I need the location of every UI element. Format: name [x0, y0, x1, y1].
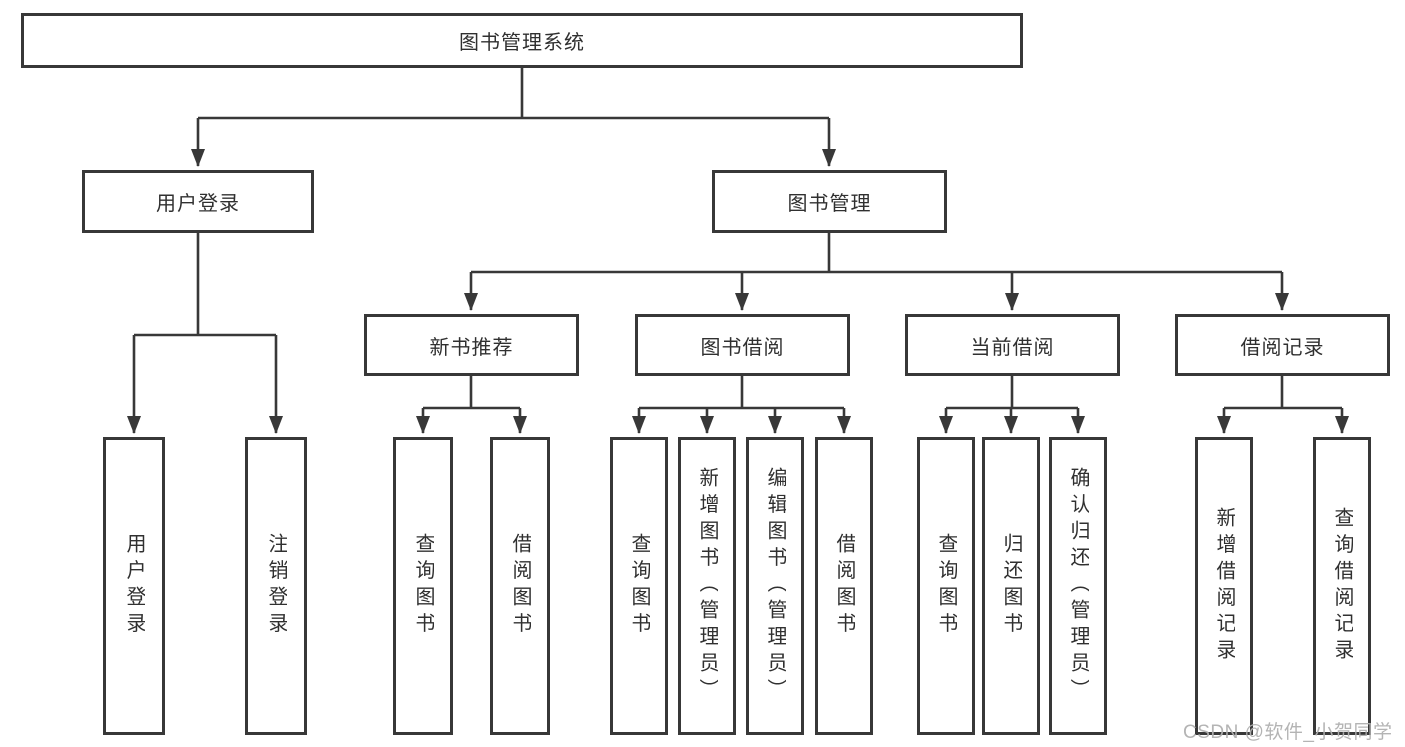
leaf-add-borrow-record: 新增借阅记录 [1195, 437, 1253, 735]
connector-borrow-record-stem [1224, 376, 1342, 410]
leaf-query-borrow-record: 查询借阅记录 [1313, 437, 1371, 735]
leaf-logout-label: 注销登录 [265, 533, 287, 639]
leaf-borrow-book-rec: 借阅图书 [490, 437, 550, 735]
leaf-query-book-current-label: 查询图书 [935, 533, 957, 639]
node-new-book-rec: 新书推荐 [364, 314, 579, 376]
leaf-borrow-book-label: 借阅图书 [833, 533, 855, 639]
leaf-query-book-borrow: 查询图书 [610, 437, 668, 735]
node-current-borrow: 当前借阅 [905, 314, 1120, 376]
node-borrow-record: 借阅记录 [1175, 314, 1390, 376]
leaf-confirm-return-admin: 确认归还（管理员） [1049, 437, 1107, 735]
connector-user-login-stem [134, 233, 276, 337]
node-book-mgmt: 图书管理 [712, 170, 947, 233]
leaf-confirm-return-admin-label: 确认归还（管理员） [1067, 467, 1089, 705]
connector-new-book-rec-stem [423, 376, 520, 410]
connector-root-stem [198, 68, 829, 120]
connector-book-mgmt-stem [471, 233, 1282, 274]
leaf-query-book-current: 查询图书 [917, 437, 975, 735]
node-root: 图书管理系统 [21, 13, 1023, 68]
node-user-login: 用户登录 [82, 170, 314, 233]
leaf-edit-book-admin: 编辑图书（管理员） [746, 437, 804, 735]
connector-current-borrow-stem [946, 376, 1078, 410]
leaf-edit-book-admin-label: 编辑图书（管理员） [764, 467, 786, 705]
leaf-add-book-admin-label: 新增图书（管理员） [696, 467, 718, 705]
leaf-borrow-book-rec-label: 借阅图书 [509, 533, 531, 639]
csdn-watermark: CSDN @软件_小贺同学 [1183, 722, 1393, 743]
leaf-query-book-rec-label: 查询图书 [412, 533, 434, 639]
leaf-query-book-rec: 查询图书 [393, 437, 453, 735]
leaf-user-login-label: 用户登录 [123, 533, 145, 639]
leaf-logout: 注销登录 [245, 437, 307, 735]
leaf-borrow-book: 借阅图书 [815, 437, 873, 735]
leaf-return-book: 归还图书 [982, 437, 1040, 735]
leaf-query-book-borrow-label: 查询图书 [628, 533, 650, 639]
leaf-user-login: 用户登录 [103, 437, 165, 735]
leaf-add-book-admin: 新增图书（管理员） [678, 437, 736, 735]
connector-book-borrow-stem [639, 376, 844, 410]
leaf-return-book-label: 归还图书 [1000, 533, 1022, 639]
node-book-borrow: 图书借阅 [635, 314, 850, 376]
leaf-add-borrow-record-label: 新增借阅记录 [1213, 506, 1235, 666]
leaf-query-borrow-record-label: 查询借阅记录 [1331, 506, 1353, 666]
